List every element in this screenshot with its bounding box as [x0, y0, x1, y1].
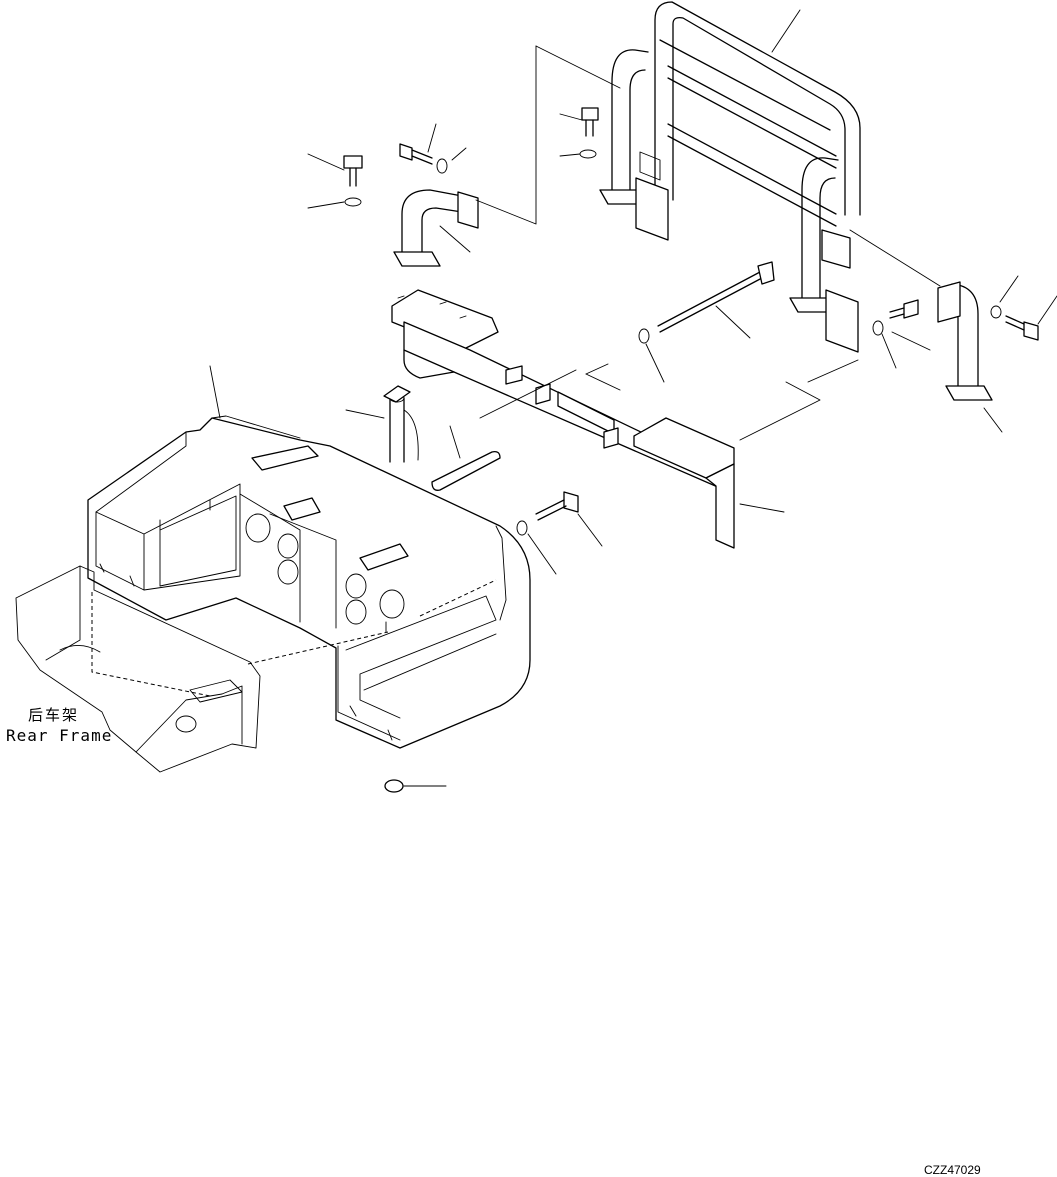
- rear-frame-label-en: Rear Frame: [6, 726, 113, 745]
- left-pipe-stay: [393, 189, 479, 267]
- rear-frame-label-cn: 后车架: [28, 706, 80, 724]
- leader-lines: [209, 9, 1057, 787]
- counterweight: [87, 415, 531, 749]
- rear-frame: [15, 565, 261, 773]
- drawing-code: CZZ47029: [924, 1163, 981, 1177]
- guard-rail: [599, 1, 861, 353]
- right-pipe-stay: [937, 281, 993, 401]
- fasteners: [343, 107, 1039, 536]
- plug: [384, 779, 404, 793]
- alignment-lines: [91, 579, 497, 697]
- cross-beam: [391, 289, 735, 549]
